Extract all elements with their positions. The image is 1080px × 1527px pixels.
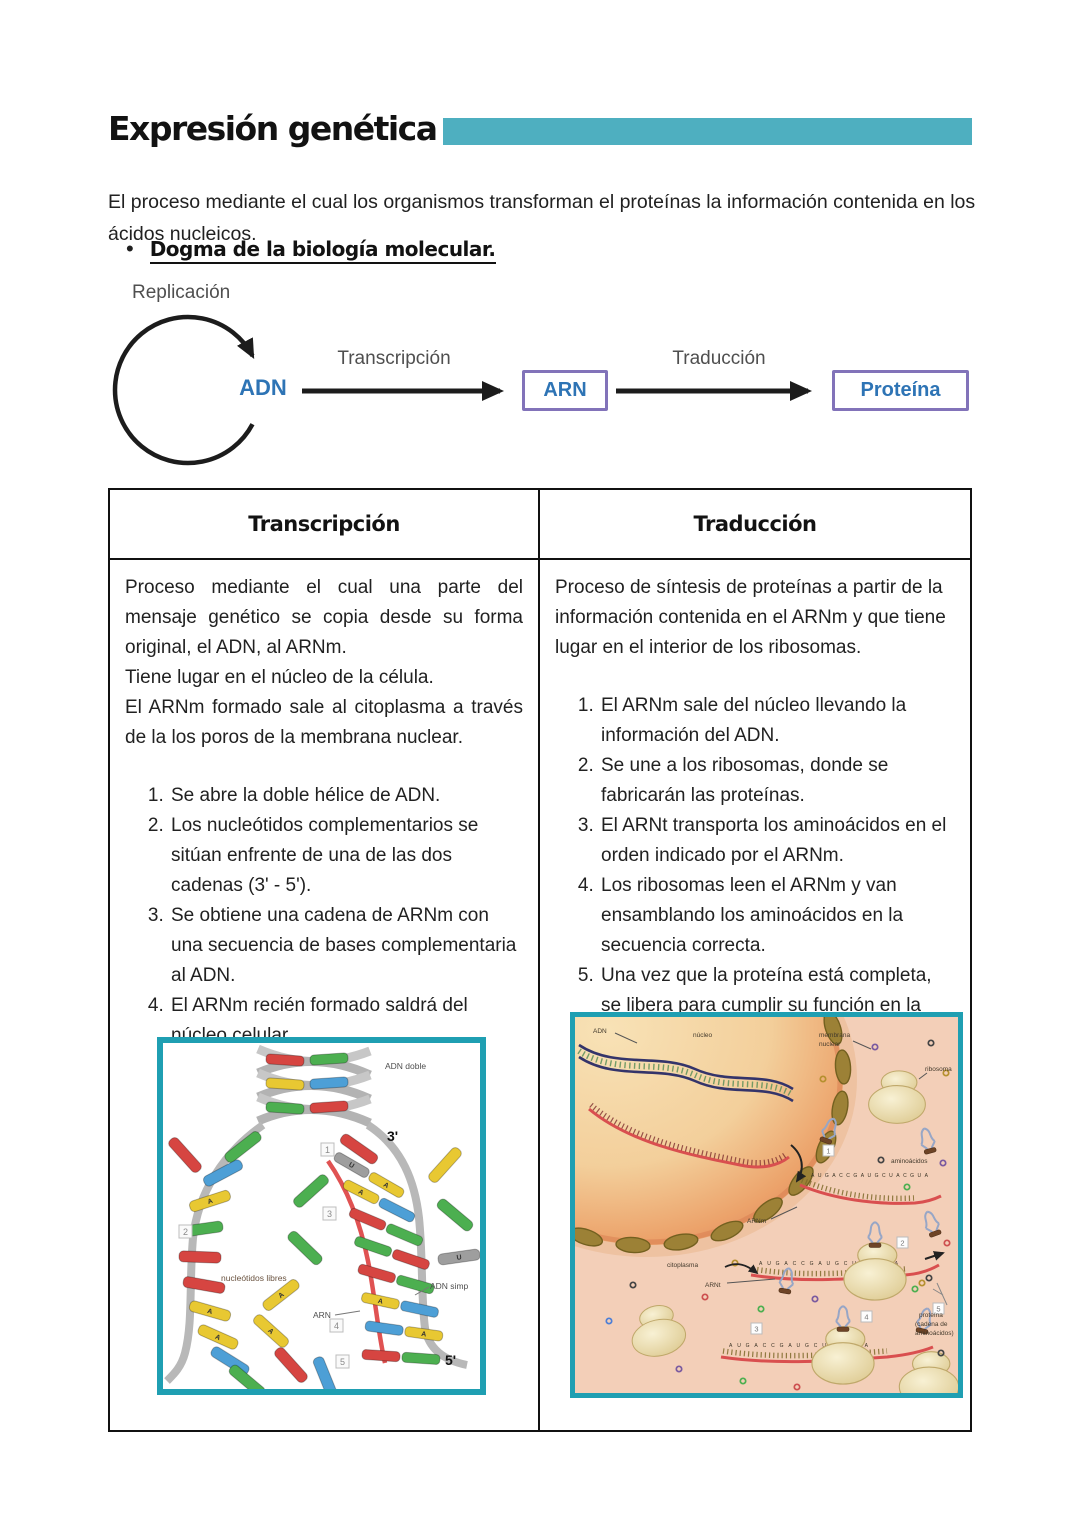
base-letter: A — [266, 1327, 274, 1336]
central-dogma-diagram: Replicación Transcripción Traducción ADN… — [108, 278, 972, 478]
dogma-arrows-graphic — [112, 314, 813, 466]
protein-label: (cadena de — [915, 1321, 948, 1328]
arnt-label: ARNt — [705, 1282, 721, 1289]
five-prime-label: 5' — [445, 1352, 456, 1368]
base-letter: A — [214, 1334, 221, 1342]
step-marker: 1 — [325, 1145, 330, 1155]
figure-labels: ADN doble 3' nucleótidos libres ARN ADN … — [221, 1061, 469, 1368]
translation-cell: Proceso de síntesis de proteínas a parti… — [540, 560, 970, 1430]
mrna-strand-c: AUGACCGAUGCUACGUA — [720, 1305, 934, 1385]
transcription-cell: Proceso mediante el cual una parte del m… — [110, 560, 540, 1430]
base-letter: A — [206, 1308, 213, 1316]
transcription-label: Transcripción — [337, 348, 451, 369]
free-nucleotides-label: nucleótidos libres — [221, 1273, 287, 1283]
list-item: Los nucleótidos complementarios se sitúa… — [169, 811, 523, 901]
amino-acids — [605, 1039, 951, 1391]
protein-chain — [911, 1274, 944, 1296]
list-item: El ARNt transporta los aminoácidos en el… — [599, 811, 955, 871]
translation-label: Traducción — [672, 348, 766, 369]
translation-figure: AUGACCGAUGCUACGUA AUGACCGAUGCUACGUA AUGA… — [570, 1012, 963, 1398]
intro-paragraph: El proceso mediante el cual los organism… — [108, 190, 976, 245]
arn-label: ARN — [313, 1310, 331, 1320]
list-item: Se obtiene una cadena de ARNm con una se… — [169, 901, 523, 991]
figure-step-markers: 1 2 3 4 5 — [750, 1144, 945, 1335]
dna-transcription-graphic: A A A U A A A — [164, 1044, 480, 1389]
three-prime-label: 3' — [387, 1128, 398, 1144]
ribosome-label: ribosoma — [925, 1066, 952, 1073]
mrna-strand-a: AUGACCGAUGCUACGUA — [799, 1173, 942, 1205]
base-letter: U — [456, 1254, 462, 1262]
transcription-paragraph: El ARNm formado sale al citoplasma a tra… — [125, 697, 523, 748]
base-letter: A — [377, 1298, 383, 1306]
nucleo-label: núcleo — [693, 1032, 713, 1039]
arnm-label: ARNm — [747, 1218, 766, 1225]
title-row: Expresión genética — [108, 109, 972, 149]
nucleus — [575, 1017, 857, 1257]
step-marker: 4 — [864, 1313, 868, 1322]
base-letter: A — [421, 1331, 427, 1339]
translation-process-graphic: AUGACCGAUGCUACGUA AUGACCGAUGCUACGUA AUGA… — [575, 1017, 958, 1393]
amino-acids-label: aminoácidos — [891, 1158, 928, 1165]
step-marker: 2 — [183, 1227, 188, 1237]
arn-node-box: ARN — [522, 370, 608, 411]
protein-label: proteína — [919, 1312, 943, 1319]
adn-simple-label: ADN simp — [430, 1281, 469, 1291]
base-letter: A — [277, 1291, 285, 1300]
protein-node-box: Proteína — [832, 370, 969, 411]
figure-labels: ADN núcleo membrana nuclear ribosoma ami… — [593, 1028, 954, 1337]
column-header-transcription: Transcripción — [110, 490, 540, 560]
list-item: Se abre la doble hélice de ADN. — [169, 781, 523, 811]
title-highlight-bar — [442, 117, 972, 145]
dna-double-helix — [256, 1044, 372, 1128]
base-letter: A — [382, 1182, 390, 1191]
step-marker: 3 — [327, 1209, 332, 1219]
replication-loop-arrow — [112, 314, 255, 466]
mrna-sequence: AUGACCGAUGCUACGUA — [759, 1261, 899, 1267]
cytoplasm-label: citoplasma — [667, 1262, 698, 1269]
transcription-figure: A A A U A A A — [157, 1037, 486, 1395]
bullet-icon: • — [126, 236, 134, 261]
figure-step-markers: 1 2 3 4 5 — [178, 1142, 350, 1369]
base-letter: U — [347, 1162, 355, 1171]
transcription-paragraph: Tiene lugar en el núcleo de la célula. — [125, 667, 434, 688]
step-marker: 2 — [900, 1239, 904, 1248]
mrna-sequence: AUGACCGAUGCUACGUA — [811, 1173, 929, 1179]
bullet-heading: Dogma de la biología molecular. — [149, 237, 496, 264]
template-nucleotides-left: A A A — [178, 1129, 268, 1389]
paired-nucleotides-right: U A A A A — [332, 1131, 444, 1366]
translation-steps-list: El ARNm sale del núcleo llevando la info… — [555, 691, 955, 1051]
mrna-strand-b: AUGACCGAUGCUACGUA — [750, 1221, 945, 1301]
page-title: Expresión genética — [108, 109, 438, 148]
column-header-translation: Traducción — [540, 490, 970, 560]
nuclear-membrane-label: membrana — [819, 1032, 850, 1039]
dna-in-nucleus — [577, 1043, 795, 1103]
nuclear-membrane-label: nuclear — [819, 1041, 841, 1048]
replication-label: Replicación — [132, 282, 231, 303]
step-marker: 1 — [826, 1147, 830, 1156]
step-marker: 4 — [334, 1321, 339, 1331]
mrna-sequence: AUGACCGAUGCUACGUA — [729, 1343, 869, 1349]
adn-node: ADN — [239, 375, 287, 400]
adn-label: ADN — [593, 1028, 607, 1035]
step-marker: 5 — [936, 1305, 940, 1314]
step-marker: 3 — [754, 1325, 758, 1334]
adn-doble-label: ADN doble — [385, 1061, 426, 1071]
base-letter: A — [207, 1198, 214, 1206]
list-item: Los ribosomas leen el ARNm y van ensambl… — [599, 871, 955, 961]
protein-label: aminoácidos) — [915, 1330, 954, 1337]
step-marker: 5 — [340, 1357, 345, 1367]
nuclear-pores — [575, 1017, 852, 1254]
list-item: El ARNm sale del núcleo llevando la info… — [599, 691, 955, 751]
translation-paragraph: Proceso de síntesis de proteínas a parti… — [555, 577, 946, 658]
transcription-paragraph: Proceso mediante el cual una parte del m… — [125, 577, 523, 658]
mrna-forming — [588, 1102, 807, 1183]
bullet-heading-row: • Dogma de la biología molecular. — [126, 236, 496, 264]
list-item: Se une a los ribosomas, donde se fabrica… — [599, 751, 955, 811]
comparison-table: Transcripción Traducción Proceso mediant… — [108, 488, 972, 1432]
free-nucleotides: A A U — [166, 1135, 480, 1389]
base-letter: A — [357, 1189, 365, 1198]
transcription-steps-list: Se abre la doble hélice de ADN. Los nucl… — [125, 781, 523, 1051]
